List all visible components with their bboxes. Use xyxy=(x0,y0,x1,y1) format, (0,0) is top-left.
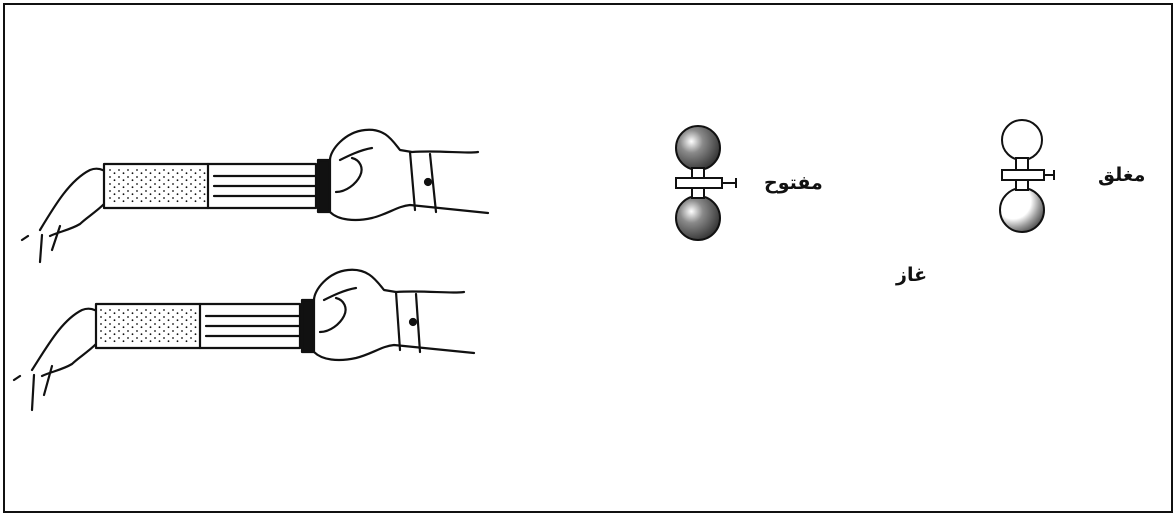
syringe-bottom xyxy=(14,270,474,410)
plunger-head-bottom xyxy=(302,300,314,352)
syringe-top xyxy=(22,130,488,262)
gas-region-bottom xyxy=(100,308,200,344)
label-open: مفتوح xyxy=(764,172,823,194)
valve-open xyxy=(676,178,722,188)
finger-top xyxy=(22,169,113,262)
label-gas: غاز xyxy=(896,264,927,286)
gas-region-top xyxy=(108,168,208,204)
hand-top xyxy=(330,130,488,220)
sphere-closed-top xyxy=(1002,120,1042,160)
label-closed: مغلق xyxy=(1098,164,1145,186)
apparatus-open xyxy=(676,126,736,240)
apparatus-closed xyxy=(1000,120,1054,232)
finger-bottom xyxy=(14,309,105,410)
plunger-head-top xyxy=(318,160,330,212)
sphere-closed-bottom xyxy=(1000,188,1044,232)
valve-closed xyxy=(1002,170,1044,180)
hand-bottom xyxy=(314,270,474,360)
sphere-open-bottom xyxy=(676,196,720,240)
cuff-top xyxy=(410,152,436,212)
sphere-open-top xyxy=(676,126,720,170)
